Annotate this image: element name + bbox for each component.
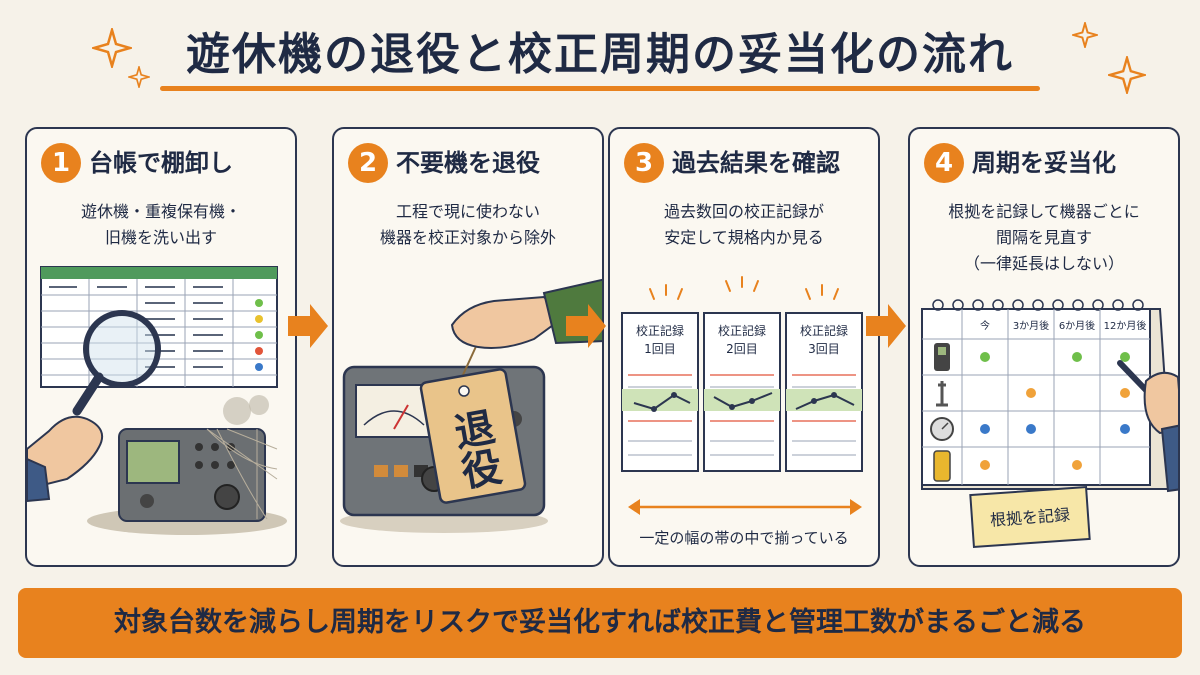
magnifying-glass-icon xyxy=(72,310,161,416)
step-description-line: 機器を校正対象から除外 xyxy=(379,228,556,247)
calibration-records-illustration: 校正記録 1回目 校正記録 2回目 校正 xyxy=(621,276,863,547)
step-description-line: 過去数回の校正記録が xyxy=(663,202,824,221)
step-title: 台帳で棚卸し xyxy=(89,149,233,177)
step-description: 根拠を記録して機器ごとに 間隔を見直す （一律延長はしない） xyxy=(918,199,1170,277)
step-description-line: （一律延長はしない） xyxy=(963,254,1124,273)
step-4-panel: 4 周期を妥当化 根拠を記録して機器ごとに 間隔を見直す （一律延長はしない） … xyxy=(908,127,1180,567)
summary-banner: 対象台数を減らし周期をリスクで妥当化すれば校正費と管理工数がまるごと減る xyxy=(18,588,1182,658)
record-title: 校正記録 xyxy=(718,323,766,338)
desk-calendar: 今 3か月後 6か月後 12か月後 xyxy=(921,299,1174,490)
record-title: 校正記録 xyxy=(636,323,684,338)
ledger-spreadsheet xyxy=(40,266,278,388)
record-round: 3回目 xyxy=(808,342,840,356)
band-caption: 一定の幅の帯の中で揃っている xyxy=(639,529,848,547)
step-title: 過去結果を確認 xyxy=(672,149,840,177)
calibration-record-card: 校正記録 3回目 xyxy=(785,312,863,472)
calendar-column-header: 6か月後 xyxy=(1059,319,1095,332)
calendar-illustration: 今 3か月後 6か月後 12か月後 根拠を記録 xyxy=(921,299,1178,549)
tester-icon xyxy=(933,450,951,482)
step-2-panel: 2 不要機を退役 工程で現に使わない 機器を校正対象から除外 退役 xyxy=(332,127,604,567)
step-1-panel: 1 台帳で棚卸し 遊休機・重複保有機・ 旧機を洗い出す xyxy=(25,127,297,567)
sparkle-icon xyxy=(128,66,150,88)
calendar-column-header: 3か月後 xyxy=(1013,319,1049,332)
record-round: 2回目 xyxy=(726,342,758,356)
step-description-line: 旧機を洗い出す xyxy=(104,228,217,247)
calendar-column-header: 12か月後 xyxy=(1104,319,1147,332)
title-underline xyxy=(160,86,1040,91)
step-description: 遊休機・重複保有機・ 旧機を洗い出す xyxy=(35,199,287,251)
calibration-record-card: 校正記録 1回目 xyxy=(621,312,699,472)
step-title: 不要機を退役 xyxy=(396,149,540,177)
span-double-arrow xyxy=(628,499,862,515)
page-title: 遊休機の退役と校正周期の妥当化の流れ xyxy=(186,29,1014,80)
sparkle-icon xyxy=(1108,56,1146,94)
pen-hand-icon xyxy=(1117,360,1178,493)
dusty-device xyxy=(87,395,287,535)
calendar-column-header: 今 xyxy=(980,319,990,332)
step-number-badge: 1 xyxy=(41,143,81,183)
caliper-icon xyxy=(936,381,948,407)
step-title: 周期を妥当化 xyxy=(972,149,1116,177)
flow-arrow-icon xyxy=(566,304,606,348)
step-description-line: 遊休機・重複保有機・ xyxy=(80,202,241,221)
step-description: 過去数回の校正記録が 安定して規格内か見る xyxy=(618,199,870,251)
step-description-line: 間隔を見直す xyxy=(995,228,1092,247)
step-description-line: 工程で現に使わない xyxy=(395,202,540,221)
record-title: 校正記録 xyxy=(800,323,848,338)
step-description-line: 安定して規格内か見る xyxy=(664,228,824,247)
calibration-record-card: 校正記録 2回目 xyxy=(703,312,781,472)
sticky-note: 根拠を記録 xyxy=(969,485,1091,549)
step-number-badge: 3 xyxy=(624,143,664,183)
step-number-badge: 4 xyxy=(924,143,964,183)
step-description-line: 根拠を記録して機器ごとに xyxy=(948,202,1140,221)
hand-icon xyxy=(450,278,602,349)
flow-arrow-icon xyxy=(866,304,906,348)
record-round: 1回目 xyxy=(644,342,676,356)
inventory-illustration xyxy=(27,266,287,535)
flow-arrow-icon xyxy=(288,304,328,348)
retire-illustration: 退役 xyxy=(340,278,602,533)
sparkle-icon xyxy=(1072,22,1098,48)
hand-icon xyxy=(27,415,103,503)
sparkle-icon xyxy=(92,28,132,68)
step-description: 工程で現に使わない 機器を校正対象から除外 xyxy=(342,199,594,251)
step-3-panel: 3 過去結果を確認 過去数回の校正記録が 安定して規格内か見る 校正記録 1回目 xyxy=(608,127,880,567)
step-number-badge: 2 xyxy=(348,143,388,183)
retire-tag: 退役 xyxy=(419,328,527,504)
